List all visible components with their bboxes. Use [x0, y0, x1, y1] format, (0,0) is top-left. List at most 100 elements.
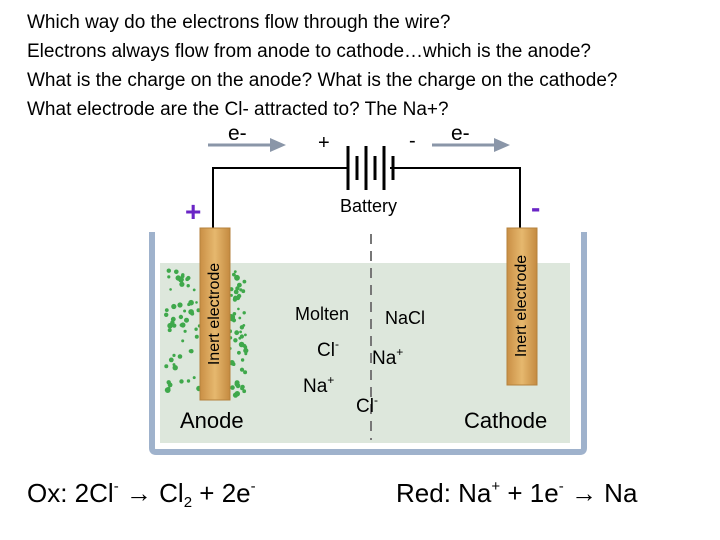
gas-bubble	[242, 389, 247, 394]
gas-bubble	[181, 339, 185, 343]
gas-bubble	[169, 288, 172, 291]
battery-minus-sign: -	[409, 130, 416, 152]
gas-bubble	[167, 382, 173, 388]
gas-bubble	[237, 307, 240, 311]
solution-label-nacl: NaCl	[385, 308, 426, 328]
gas-bubble	[243, 370, 248, 375]
battery-plus-sign: +	[318, 132, 330, 154]
electron-label-right: e-	[451, 122, 470, 145]
ion-chloride-1: Cl-	[317, 337, 339, 361]
ion-chloride-2: Cl-	[356, 393, 378, 417]
gas-bubble	[192, 376, 196, 380]
cathode-label: Cathode	[464, 408, 548, 433]
cathode-electrode	[506, 227, 538, 386]
gas-bubble	[179, 323, 183, 327]
gas-bubble	[184, 317, 189, 323]
gas-bubble	[195, 301, 198, 304]
gas-bubble	[232, 297, 237, 302]
gas-bubble	[239, 330, 243, 334]
gas-bubble	[242, 324, 246, 327]
gas-bubble	[192, 288, 196, 292]
gas-bubble	[232, 392, 239, 398]
gas-bubble	[232, 272, 236, 277]
question-line-4: What electrode are the Cl- attracted to?…	[27, 99, 449, 120]
gas-bubble	[242, 311, 246, 315]
gas-bubble	[177, 302, 183, 308]
reduction-half-reaction: Red: Na+ + 1e- → Na	[396, 478, 638, 508]
gas-bubble	[186, 379, 191, 383]
gas-bubble	[183, 309, 187, 313]
anode-electrode	[199, 227, 231, 401]
gas-bubble	[241, 289, 246, 294]
gas-bubble	[171, 303, 177, 310]
battery-symbol	[346, 146, 395, 190]
gas-bubble	[240, 358, 245, 362]
anode-label: Anode	[180, 408, 244, 433]
oxidation-half-reaction: Ox: 2Cl- → Cl2 + 2e-	[27, 478, 256, 511]
gas-bubble	[172, 323, 177, 328]
gas-bubble	[164, 364, 169, 369]
gas-bubble	[186, 284, 190, 288]
electron-label-left: e-	[228, 122, 247, 145]
external-wire	[212, 167, 521, 228]
gas-bubble	[172, 353, 176, 357]
gas-bubble	[244, 333, 247, 337]
gas-bubble	[167, 328, 172, 333]
gas-bubble	[243, 348, 249, 354]
anode-charge: +	[185, 196, 202, 227]
gas-bubble	[234, 382, 239, 387]
ion-sodium-2: Na+	[303, 373, 335, 397]
battery-label: Battery	[340, 196, 398, 216]
ion-sodium-1: Na+	[372, 345, 404, 369]
gas-bubble	[164, 308, 169, 312]
gas-bubble	[238, 316, 242, 320]
gas-bubble	[166, 268, 171, 273]
gas-bubble	[185, 277, 190, 282]
gas-bubble	[194, 327, 198, 331]
gas-bubble	[234, 330, 240, 336]
gas-bubble	[164, 312, 169, 317]
gas-bubble	[179, 379, 184, 384]
beaker	[149, 232, 587, 455]
gas-bubble	[229, 293, 233, 297]
gas-bubble	[238, 341, 245, 348]
gas-bubble	[234, 274, 240, 281]
cathode-charge: -	[531, 192, 541, 223]
electron-arrow-right	[432, 138, 510, 152]
gas-bubble	[168, 357, 174, 363]
gas-bubble	[188, 299, 194, 306]
gas-bubble	[179, 281, 185, 287]
gas-bubble	[172, 365, 178, 371]
gas-bubble	[237, 282, 242, 288]
gas-bubble	[188, 309, 194, 315]
question-line-2: Electrons always flow from anode to cath…	[27, 41, 591, 62]
gas-bubble	[180, 274, 185, 279]
gas-bubble	[237, 350, 241, 355]
gas-bubble	[167, 275, 171, 279]
gas-bubble	[174, 269, 179, 275]
gas-bubble	[167, 386, 171, 391]
gas-bubble	[240, 386, 245, 391]
gas-bubble	[183, 329, 187, 333]
gas-bubble	[178, 314, 184, 320]
gas-bubble	[236, 293, 242, 299]
gas-bubble	[230, 385, 235, 390]
anode-electrode-label: Inert electrode	[206, 262, 223, 366]
gas-bubble	[243, 345, 248, 350]
gas-bubble	[233, 270, 237, 273]
gas-bubble	[229, 360, 235, 366]
gas-bubble	[188, 349, 193, 353]
gas-bubble	[242, 279, 247, 284]
question-line-1: Which way do the electrons flow through …	[27, 12, 451, 33]
gas-bubble	[170, 316, 176, 322]
cathode-electrode-label: Inert electrode	[513, 254, 530, 358]
gas-bubble	[233, 289, 239, 295]
gas-bubbles	[164, 268, 249, 398]
gas-bubble	[177, 354, 183, 359]
gas-bubble	[194, 334, 199, 339]
gas-bubble	[175, 275, 181, 281]
electron-arrow-left	[208, 138, 286, 152]
gas-bubble	[239, 367, 245, 372]
solution-label-molten: Molten	[295, 304, 350, 324]
